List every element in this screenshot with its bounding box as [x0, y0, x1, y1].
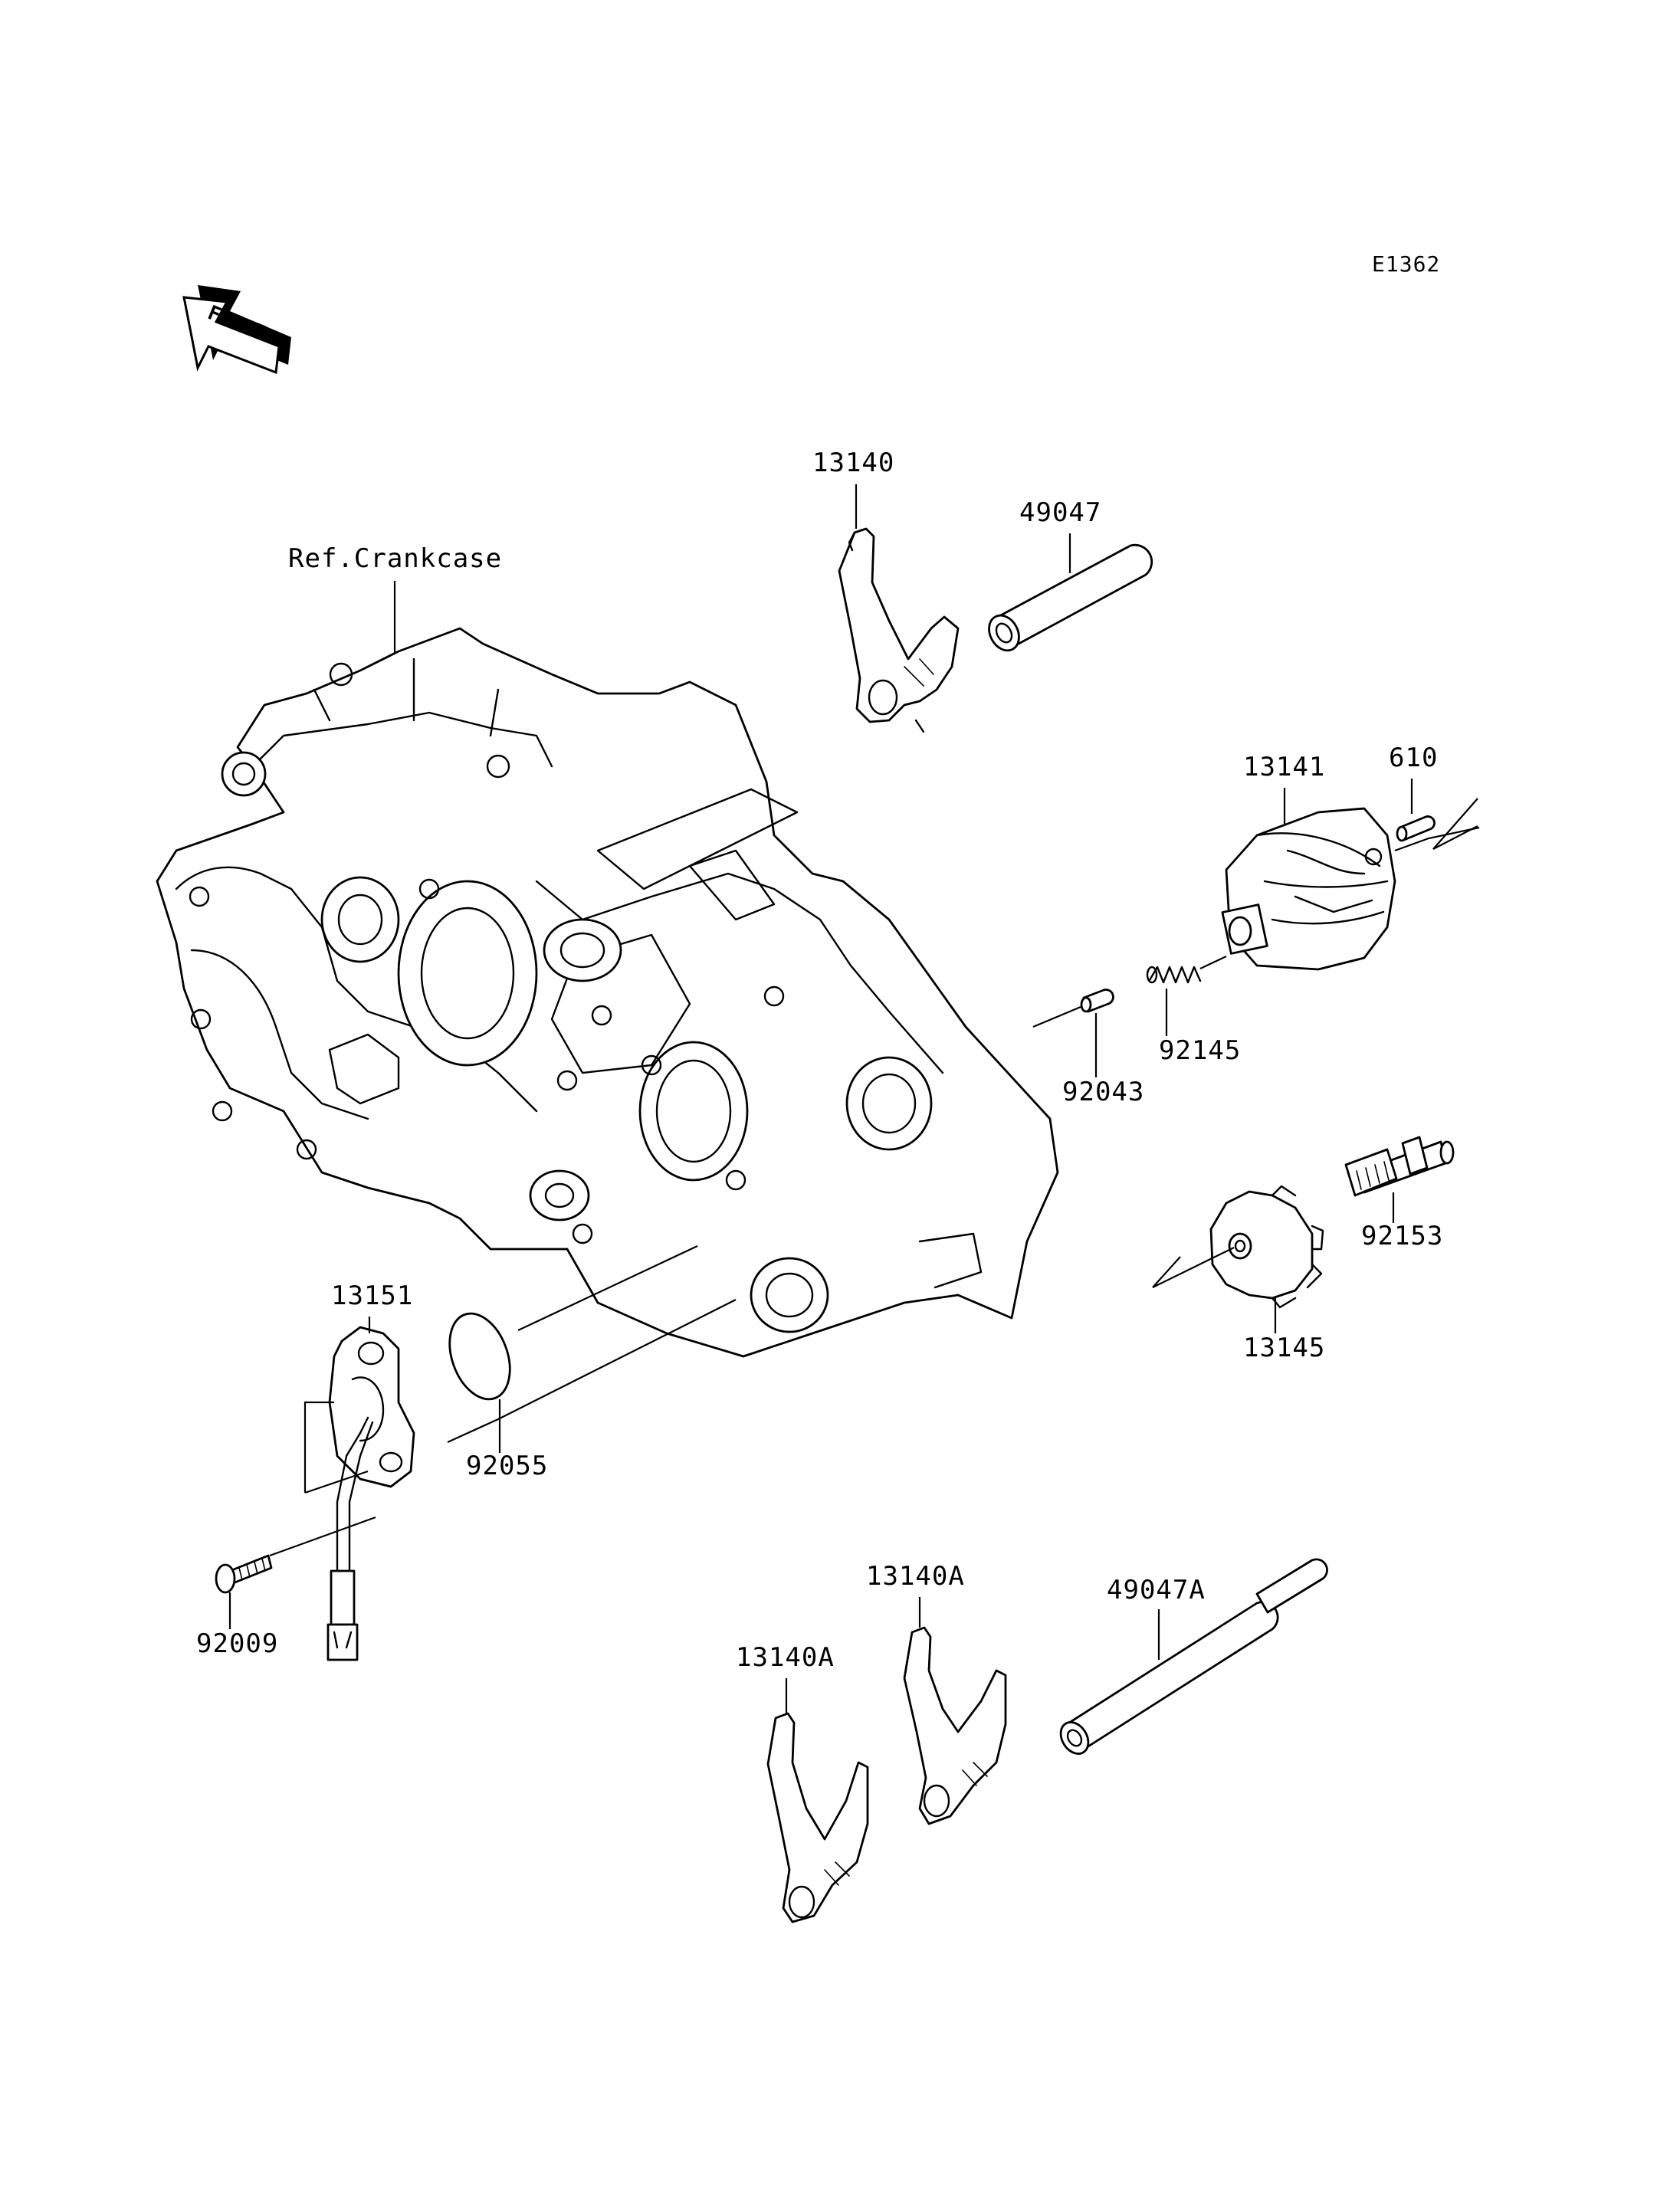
- label-13140: 13140: [812, 448, 894, 478]
- label-92153: 92153: [1361, 1221, 1443, 1251]
- shift-drum-13141: [1221, 807, 1396, 971]
- label-13141: 13141: [1243, 752, 1325, 782]
- pin-610: [1396, 815, 1436, 842]
- label-610: 610: [1389, 743, 1438, 773]
- shift-rod-49047a: [1059, 1558, 1328, 1755]
- label-92043: 92043: [1062, 1077, 1144, 1107]
- switch-cover-13151: [326, 1326, 415, 1661]
- screw-92009: [215, 1554, 273, 1594]
- label-13151: 13151: [331, 1280, 413, 1311]
- label-13140a-lower: 13140A: [736, 1642, 835, 1673]
- cover-axis-line: [447, 1299, 737, 1444]
- ref-crankcase-label: Ref.Crankcase: [288, 543, 502, 574]
- pin-92043: [1080, 989, 1114, 1013]
- drum-axis-line: [1394, 826, 1480, 852]
- shift-fork-13140a-upper: [903, 1626, 1007, 1825]
- shift-rod-49047: [988, 543, 1153, 652]
- label-49047a: 49047A: [1107, 1575, 1206, 1605]
- shift-fork-13140: [838, 527, 960, 733]
- label-92145: 92145: [1159, 1035, 1241, 1066]
- crankcase-illustration: [156, 627, 1059, 1358]
- label-49047: 49047: [1019, 497, 1101, 528]
- label-92009: 92009: [196, 1628, 278, 1659]
- label-92055: 92055: [466, 1451, 548, 1481]
- shift-cam-13145: [1209, 1185, 1324, 1309]
- shift-fork-13140a-lower: [766, 1712, 869, 1923]
- spring-92145: [1146, 966, 1202, 984]
- o-ring-92055: [448, 1312, 511, 1401]
- label-13140a-upper: 13140A: [866, 1561, 965, 1592]
- label-13145: 13145: [1243, 1333, 1325, 1363]
- diagram-code: E1362: [1372, 251, 1440, 277]
- front-direction-arrow-icon: FRONT: [182, 285, 291, 375]
- bolt-92153: [1344, 1136, 1455, 1197]
